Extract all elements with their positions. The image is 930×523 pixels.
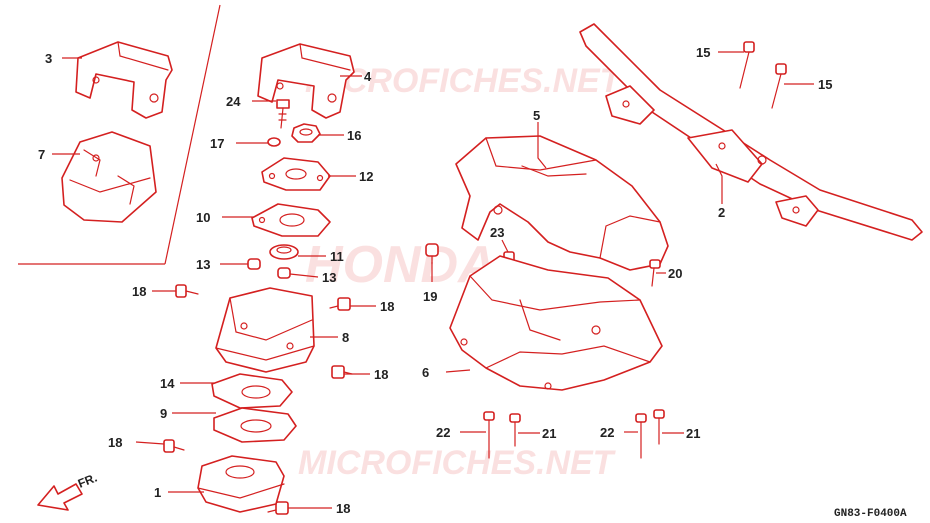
- callout-21-left: 21: [542, 426, 556, 441]
- part-5-upper-cover: [455, 135, 669, 271]
- callout-22-right: 22: [600, 425, 614, 440]
- callout-7: 7: [38, 147, 45, 162]
- callout-12: 12: [359, 169, 373, 184]
- callout-16: 16: [347, 128, 361, 143]
- part-12-plate: [261, 157, 331, 191]
- part-15-bolt-right: [771, 63, 787, 109]
- callout-14: 14: [160, 376, 175, 391]
- watermark-top: MICROFICHES.NET: [305, 62, 624, 100]
- callout-24: 24: [226, 94, 241, 109]
- callout-3: 3: [45, 51, 52, 66]
- callout-18-c: 18: [374, 367, 388, 382]
- part-7-cover: [61, 131, 157, 223]
- part-9-plate: [213, 407, 297, 443]
- front-arrow-icon: [37, 483, 83, 511]
- part-22-screw-right: [635, 413, 647, 459]
- watermark-center: HONDA: [305, 236, 496, 294]
- callout-19: 19: [423, 289, 437, 304]
- part-18-bolt-d: [163, 439, 185, 453]
- leader-lines: [52, 51, 814, 509]
- part-14-plate: [211, 373, 293, 409]
- front-direction-label: FR.: [76, 471, 99, 491]
- part-16-nut: [291, 123, 321, 143]
- part-2-handlebar: [579, 23, 923, 241]
- part-6-lower-cover: [449, 255, 663, 391]
- part-13-collar-left: [247, 258, 261, 270]
- callout-15-right: 15: [818, 77, 832, 92]
- part-13-collar-right: [277, 267, 291, 279]
- callout-20: 20: [668, 266, 682, 281]
- callout-22-left: 22: [436, 425, 450, 440]
- figure-code: GN83-F0400A: [834, 508, 907, 520]
- callout-18-d: 18: [108, 435, 122, 450]
- divider-diagonal: [164, 4, 221, 265]
- part-8-housing: [215, 287, 315, 373]
- callout-15-left: 15: [696, 45, 710, 60]
- callout-18-e: 18: [336, 501, 350, 516]
- callout-2: 2: [718, 205, 725, 220]
- part-15-bolt-left: [739, 41, 755, 89]
- part-20-screw: [649, 259, 661, 287]
- part-24-bolt: [276, 99, 290, 129]
- callout-6: 6: [422, 365, 429, 380]
- callout-11: 11: [330, 249, 344, 264]
- part-21-screw-right: [653, 409, 665, 445]
- callout-23: 23: [490, 225, 504, 240]
- callout-17: 17: [210, 136, 224, 151]
- part-10-plate: [251, 203, 331, 237]
- callout-labels: 3 7 4 24 17 16 12 10 11 13 13 18 18 8 18…: [38, 45, 832, 516]
- part-18-bolt-a: [175, 284, 199, 298]
- callout-4: 4: [364, 69, 372, 84]
- callout-18-b: 18: [380, 299, 394, 314]
- part-22-screw-left: [483, 411, 495, 459]
- part-4-bracket: [257, 43, 355, 119]
- callout-9: 9: [160, 406, 167, 421]
- part-17-washer: [267, 137, 281, 147]
- callout-21-right: 21: [686, 426, 700, 441]
- part-1-base: [197, 455, 285, 513]
- callout-13-right: 13: [322, 270, 336, 285]
- part-21-screw-left: [509, 413, 521, 447]
- callout-5: 5: [533, 108, 540, 123]
- callout-8: 8: [342, 330, 349, 345]
- part-19-grommet: [425, 243, 439, 265]
- callout-18-a: 18: [132, 284, 146, 299]
- callout-10: 10: [196, 210, 210, 225]
- watermark-bottom: MICROFICHES.NET: [298, 444, 617, 482]
- part-18-bolt-b: [329, 297, 351, 311]
- part-18-bolt-c: [331, 365, 353, 379]
- callout-13-left: 13: [196, 257, 210, 272]
- part-11-bushing: [269, 244, 299, 260]
- callout-1: 1: [154, 485, 161, 500]
- part-3-bracket: [75, 41, 173, 119]
